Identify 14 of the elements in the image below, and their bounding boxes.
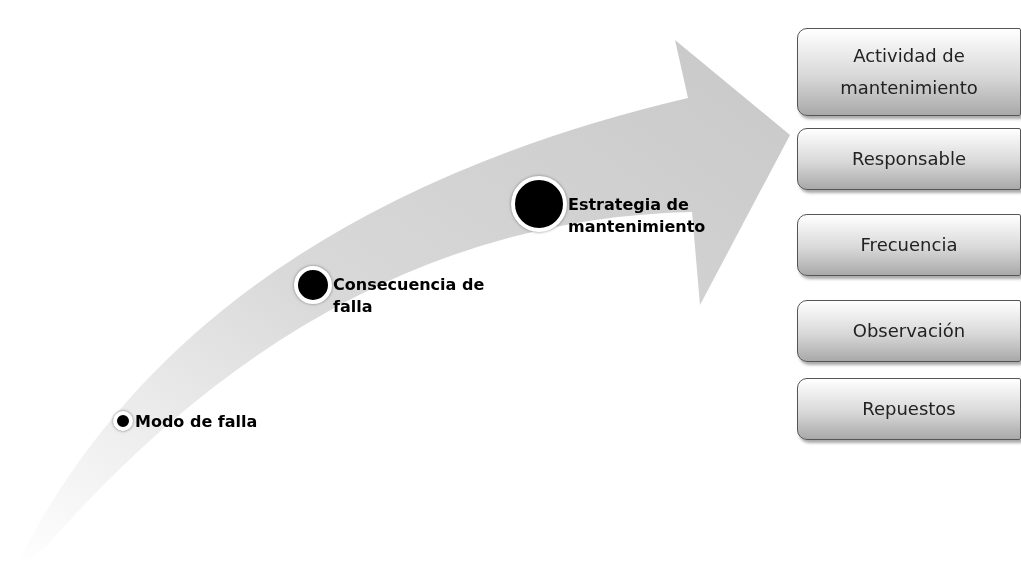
scroll-banner [797,300,1021,362]
banner-text: Repuestos [861,397,957,421]
scroll-banner [797,28,1021,116]
dot-marker [113,411,133,431]
scroll-banner [797,128,1021,190]
banner-text: Actividad de mantenimiento [839,44,979,100]
banner-text: Observación [851,319,967,343]
scroll-banner [797,378,1021,440]
banner-text: Responsable [851,147,967,171]
step-label: Estrategia de mantenimiento [568,194,707,238]
banner-text: Frecuencia [859,233,959,257]
scroll-banner [797,214,1021,276]
step-label: Consecuencia de falla [333,274,486,318]
step-label: Modo de falla [135,411,258,433]
